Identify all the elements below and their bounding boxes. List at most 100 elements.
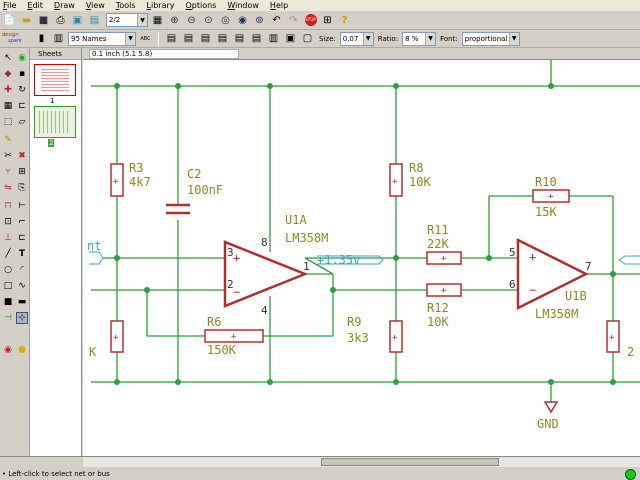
cut-icon[interactable]: ✂	[2, 150, 14, 162]
svg-text:+: +	[113, 177, 119, 187]
text-box-icon[interactable]: ▣	[283, 31, 298, 46]
stop-icon[interactable]: STOP	[303, 13, 318, 28]
menu-options[interactable]: Options	[186, 1, 217, 11]
text-align-right-icon[interactable]: ▤	[198, 31, 213, 46]
tag-icon[interactable]: ⊏	[16, 100, 28, 112]
separator	[158, 32, 159, 46]
menu-file[interactable]: File	[3, 1, 16, 11]
pencil-icon[interactable]: ✎	[2, 134, 14, 146]
bold-text-icon[interactable]: ▮	[34, 31, 49, 46]
open-folder-icon[interactable]: ▬	[19, 13, 34, 28]
pin-7: 7	[585, 260, 592, 273]
rotate-icon[interactable]: ↻	[16, 84, 28, 96]
text-align-bottom-icon[interactable]: ▤	[249, 31, 264, 46]
layers-icon[interactable]: ◆	[2, 68, 14, 80]
r6-name: R6	[207, 315, 221, 329]
junction-icon[interactable]: ⊥	[2, 232, 14, 244]
text-align-center-icon[interactable]: ▤	[181, 31, 196, 46]
polygon-icon[interactable]: ▱	[16, 116, 28, 128]
split-icon[interactable]: ⑂	[2, 166, 14, 178]
menu-help[interactable]: Help	[270, 1, 288, 11]
menu-view[interactable]: View	[86, 1, 105, 11]
wire-curve-icon[interactable]: ∿	[16, 280, 28, 292]
probe-icon[interactable]: ◉	[2, 344, 14, 356]
menu-library[interactable]: Library	[147, 1, 175, 11]
scrollbar-thumb[interactable]	[321, 458, 499, 466]
chevron-down-icon: ▼	[509, 33, 519, 45]
font-select-value: proportional	[465, 35, 508, 43]
net-label-1v35: +1.35v	[317, 253, 360, 267]
zoom-out-icon[interactable]: ⊖	[184, 13, 199, 28]
sheet-thumbnail[interactable]	[34, 106, 76, 138]
box-select-icon[interactable]: ⬚	[2, 116, 14, 128]
zoom-area-icon[interactable]: ◎	[218, 13, 233, 28]
copy-icon[interactable]: ▣	[70, 13, 85, 28]
eye-icon[interactable]: ◉	[16, 52, 28, 64]
schematic-canvas[interactable]: 0.1 inch (5.1 5.8)	[83, 48, 640, 456]
text-align-middle-icon[interactable]: ▤	[232, 31, 247, 46]
names-select-value: 95 Names	[71, 35, 106, 43]
bus-tool-icon[interactable]: ▬	[16, 296, 28, 308]
arc-tool-icon[interactable]: ◜	[16, 264, 28, 276]
save-icon[interactable]: ■	[36, 13, 51, 28]
horizontal-scrollbar[interactable]	[83, 457, 640, 467]
size-select[interactable]: 0.07 ▼	[340, 32, 374, 46]
network-icon[interactable]: ⊞	[320, 13, 335, 28]
text-tool-icon[interactable]: T	[16, 248, 28, 260]
r9-value: 3k3	[347, 331, 369, 345]
select-arrow-icon[interactable]: ↖	[2, 52, 14, 64]
schematic-drawing[interactable]: +++ +++ +++ + − + − R3	[83, 60, 640, 456]
rectangle-tool-icon[interactable]: □	[2, 280, 14, 292]
new-file-icon[interactable]: 📄	[2, 13, 17, 28]
svg-text:+: +	[233, 251, 240, 265]
zoom-fit-icon[interactable]: ⊙	[201, 13, 216, 28]
line-tool-icon[interactable]: ╱	[2, 248, 14, 260]
abc-icon[interactable]: ABC	[138, 31, 153, 46]
delete-icon[interactable]: ✖	[16, 150, 28, 162]
grid-snap-icon[interactable]: ⊞	[16, 166, 28, 178]
menu-draw[interactable]: Draw	[54, 1, 75, 11]
port-icon[interactable]: ⊏	[16, 232, 28, 244]
paste-icon[interactable]: ▤	[87, 13, 102, 28]
fill-tool-icon[interactable]: ■	[2, 296, 14, 308]
text-align-left-icon[interactable]: ▤	[164, 31, 179, 46]
sheet-select[interactable]: 2/2 ▼	[106, 13, 148, 27]
menu-window[interactable]: Window	[227, 1, 259, 11]
menu-edit[interactable]: Edit	[27, 1, 43, 11]
sheet-thumbnail[interactable]	[34, 64, 76, 96]
align-icon[interactable]: ⊢	[16, 200, 28, 212]
pin-5: 5	[509, 246, 516, 259]
font-select[interactable]: proportional ▼	[462, 32, 520, 46]
text-align-top-icon[interactable]: ▤	[215, 31, 230, 46]
undo-icon[interactable]: ↶	[269, 13, 284, 28]
size-label: Size:	[319, 35, 336, 43]
names-select[interactable]: 95 Names ▼	[68, 32, 136, 46]
sheet-number: 1	[50, 97, 54, 105]
text-justify-icon[interactable]: ▥	[266, 31, 281, 46]
zoom-previous-icon[interactable]: ◉	[235, 13, 250, 28]
sheet-settings-icon[interactable]: ▦	[150, 13, 165, 28]
pin-2: 2	[227, 278, 234, 291]
ratio-select[interactable]: 8 % ▼	[402, 32, 436, 46]
zoom-in-icon[interactable]: ⊕	[167, 13, 182, 28]
circle-tool-icon[interactable]: ○	[2, 264, 14, 276]
net-tool-icon[interactable]: ⊓	[2, 200, 14, 212]
net-select-icon[interactable]: ⊹	[16, 312, 28, 324]
bend-icon[interactable]: ⌐	[16, 216, 28, 228]
copy-tool-icon[interactable]: ⎘	[16, 182, 28, 194]
pin-tool-icon[interactable]: ⊣	[2, 312, 14, 324]
zoom-selection-icon[interactable]: ⊚	[252, 13, 267, 28]
component-icon[interactable]: ▪	[16, 68, 28, 80]
grid-icon[interactable]: ▥	[51, 31, 66, 46]
help-icon[interactable]: ?	[337, 13, 352, 28]
warning-icon[interactable]: ●	[16, 344, 28, 356]
mirror-icon[interactable]: ⇋	[2, 182, 14, 194]
print-icon[interactable]: ⎙	[53, 13, 68, 28]
resistor-tool-icon[interactable]: ⊡	[2, 216, 14, 228]
move-icon[interactable]: ✚	[2, 84, 14, 96]
text-frame-icon[interactable]: ▢	[300, 31, 315, 46]
svg-text:+: +	[609, 333, 615, 343]
menu-tools[interactable]: Tools	[116, 1, 136, 11]
chip-icon[interactable]: ▦	[2, 100, 14, 112]
redo-icon[interactable]: ↷	[286, 13, 301, 28]
